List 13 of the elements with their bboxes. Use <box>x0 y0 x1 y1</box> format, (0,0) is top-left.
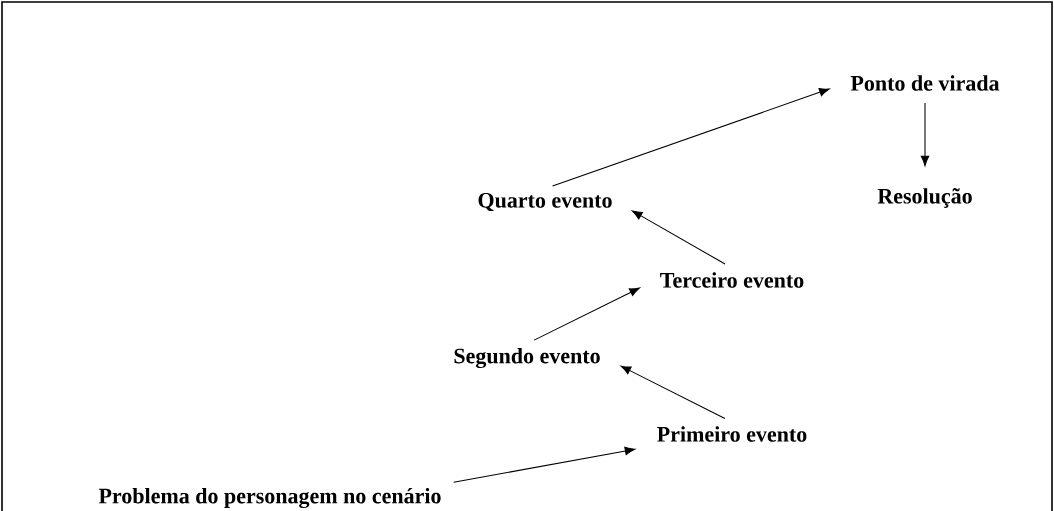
arrow <box>552 88 830 187</box>
arrow <box>453 446 636 483</box>
event-text: Ponto de virada <box>850 75 1000 91</box>
arrow <box>632 210 726 265</box>
event-text: Terceiro evento <box>660 272 804 288</box>
arrow <box>620 365 726 419</box>
event-text: Resolução <box>877 188 972 208</box>
event-text: Segundo evento <box>454 347 600 369</box>
event-text: Quarto evento <box>478 192 612 212</box>
arrow <box>533 287 640 341</box>
event-text: Problema do personagem no cenário <box>98 487 441 509</box>
event-text: Primeiro evento <box>657 426 807 442</box>
arrow <box>920 102 930 167</box>
